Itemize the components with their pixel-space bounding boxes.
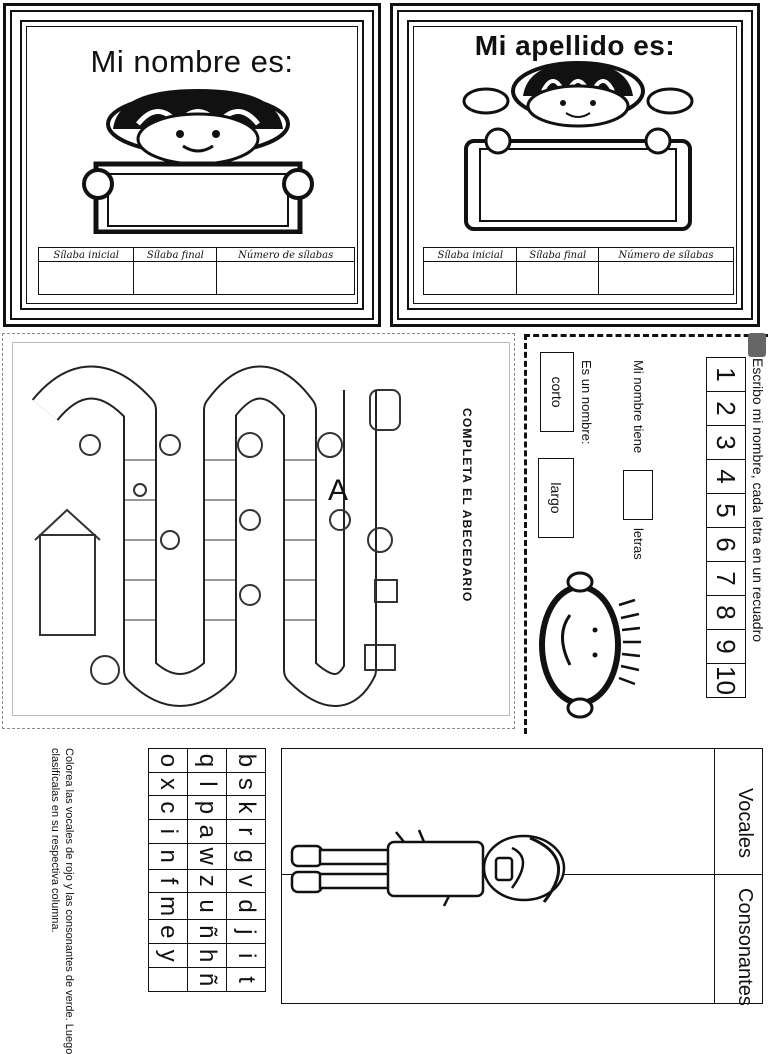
- logo-badge: [748, 333, 766, 357]
- name-worksheet-frame: [524, 334, 768, 734]
- letter-cell[interactable]: f: [148, 869, 188, 893]
- name-card: Mi nombre es: Sílaba inicial Sílaba fina…: [3, 3, 381, 327]
- letter-cell[interactable]: r: [226, 819, 266, 844]
- answer-cell[interactable]: [422, 261, 518, 295]
- answer-cell[interactable]: [133, 261, 218, 295]
- alphabet-path-board: A: [31, 365, 401, 707]
- letter-box[interactable]: 4: [706, 459, 746, 494]
- letter-cell[interactable]: ñ: [187, 919, 227, 944]
- syllable-table: Sílaba inicial Sílaba final Número de sí…: [37, 247, 355, 295]
- coloring-instruction-line1: Colorea las vocales de rojo y las conson…: [63, 748, 75, 1054]
- answer-cell[interactable]: [37, 261, 135, 295]
- card-border: [20, 20, 364, 310]
- card-border: [407, 20, 743, 310]
- letters-count-prefix: Mi nombre tiene: [631, 360, 646, 454]
- letter-cell[interactable]: l: [187, 772, 227, 796]
- letter-cell[interactable]: h: [187, 943, 227, 968]
- card-border-inner: [413, 26, 737, 304]
- letter-box[interactable]: 2: [706, 391, 746, 426]
- letter-cell[interactable]: [148, 967, 188, 992]
- letter-cell[interactable]: n: [148, 843, 188, 870]
- letter-cell[interactable]: v: [226, 869, 266, 893]
- boy-holding-sign-illustration: [82, 89, 314, 234]
- letter-cell[interactable]: i: [226, 943, 266, 968]
- worksheet-instruction: Escribo mi nombre, cada letra en un recu…: [750, 358, 766, 643]
- letter-grid-worksheet: b s k r g v d j i t q l p a w z u ñ h ñ …: [49, 748, 266, 1054]
- letter-box[interactable]: 1: [706, 357, 746, 392]
- card-title: Mi apellido es:: [474, 30, 676, 61]
- letter-cell[interactable]: p: [187, 795, 227, 820]
- letter-cell[interactable]: i: [148, 819, 188, 844]
- alphabet-board-frame: [2, 333, 515, 729]
- letter-cell[interactable]: k: [226, 795, 266, 820]
- letter-box[interactable]: 6: [706, 527, 746, 562]
- girl-lying-illustration: [290, 829, 566, 907]
- letters-count-box[interactable]: [623, 470, 653, 520]
- letter-grid: b s k r g v d j i t q l p a w z u ñ h ñ …: [148, 748, 266, 992]
- header-column-divider: [714, 749, 715, 1003]
- alphabet-letter: A: [328, 474, 348, 507]
- answer-cell[interactable]: [598, 261, 734, 295]
- letter-cell[interactable]: j: [226, 919, 266, 944]
- column-consonantes: Consonantes: [734, 888, 756, 1006]
- letter-box[interactable]: 9: [706, 629, 746, 664]
- letter-cell[interactable]: t: [226, 967, 266, 992]
- header-silaba-inicial: Sílaba inicial: [422, 247, 518, 262]
- letter-box[interactable]: 7: [706, 561, 746, 596]
- letter-box[interactable]: 5: [706, 493, 746, 528]
- letter-cell[interactable]: g: [226, 843, 266, 870]
- letter-cell[interactable]: c: [148, 795, 188, 820]
- name-length-question: Es un nombre:: [579, 360, 594, 445]
- option-short-box[interactable]: corto: [540, 352, 574, 432]
- coloring-instruction-line2: clasifícalas en su respectiva columna.: [49, 748, 61, 933]
- smiling-face-illustration: [539, 571, 641, 719]
- answer-cell[interactable]: [516, 261, 600, 295]
- letter-box-row: 1 2 3 4 5 6 7 8 9 10: [706, 357, 746, 698]
- card-border-inner: [26, 26, 358, 304]
- girl-holding-tablet-illustration: [462, 61, 694, 231]
- letter-box[interactable]: 3: [706, 425, 746, 460]
- letter-box[interactable]: 8: [706, 595, 746, 630]
- letter-cell[interactable]: u: [187, 892, 227, 920]
- option-long-box[interactable]: largo: [538, 458, 574, 538]
- header-silaba-inicial: Sílaba inicial: [37, 247, 135, 262]
- letter-cell[interactable]: z: [187, 869, 227, 893]
- header-numero-silabas: Número de sílabas: [598, 247, 734, 262]
- card-title: Mi nombre es:: [90, 44, 294, 79]
- letter-cell[interactable]: d: [226, 892, 266, 920]
- header-silaba-final: Sílaba final: [516, 247, 600, 262]
- answer-cell[interactable]: [216, 261, 355, 295]
- column-vocales: Vocales: [734, 788, 756, 859]
- header-silaba-final: Sílaba final: [133, 247, 218, 262]
- alphabet-board-panel: [12, 342, 510, 716]
- letter-box[interactable]: 10: [706, 663, 746, 698]
- letter-cell[interactable]: m: [148, 892, 188, 920]
- syllable-table: Sílaba inicial Sílaba final Número de sí…: [422, 247, 734, 295]
- letter-cell[interactable]: o: [148, 748, 188, 773]
- letter-cell[interactable]: x: [148, 772, 188, 796]
- letter-cell[interactable]: y: [148, 943, 188, 968]
- header-numero-silabas: Número de sílabas: [216, 247, 355, 262]
- letter-cell[interactable]: b: [226, 748, 266, 773]
- letter-cell[interactable]: e: [148, 919, 188, 944]
- letter-cell[interactable]: ñ: [187, 967, 227, 992]
- letter-cell[interactable]: a: [187, 819, 227, 844]
- surname-card: Mi apellido es: Sílaba inicial Sílaba fi…: [390, 3, 760, 327]
- letter-cell[interactable]: w: [187, 843, 227, 870]
- alphabet-title: COMPLETA EL ABECEDARIO: [460, 408, 474, 603]
- letter-cell[interactable]: q: [187, 748, 227, 773]
- letter-cell[interactable]: s: [226, 772, 266, 796]
- letters-count-suffix: letras: [631, 528, 646, 560]
